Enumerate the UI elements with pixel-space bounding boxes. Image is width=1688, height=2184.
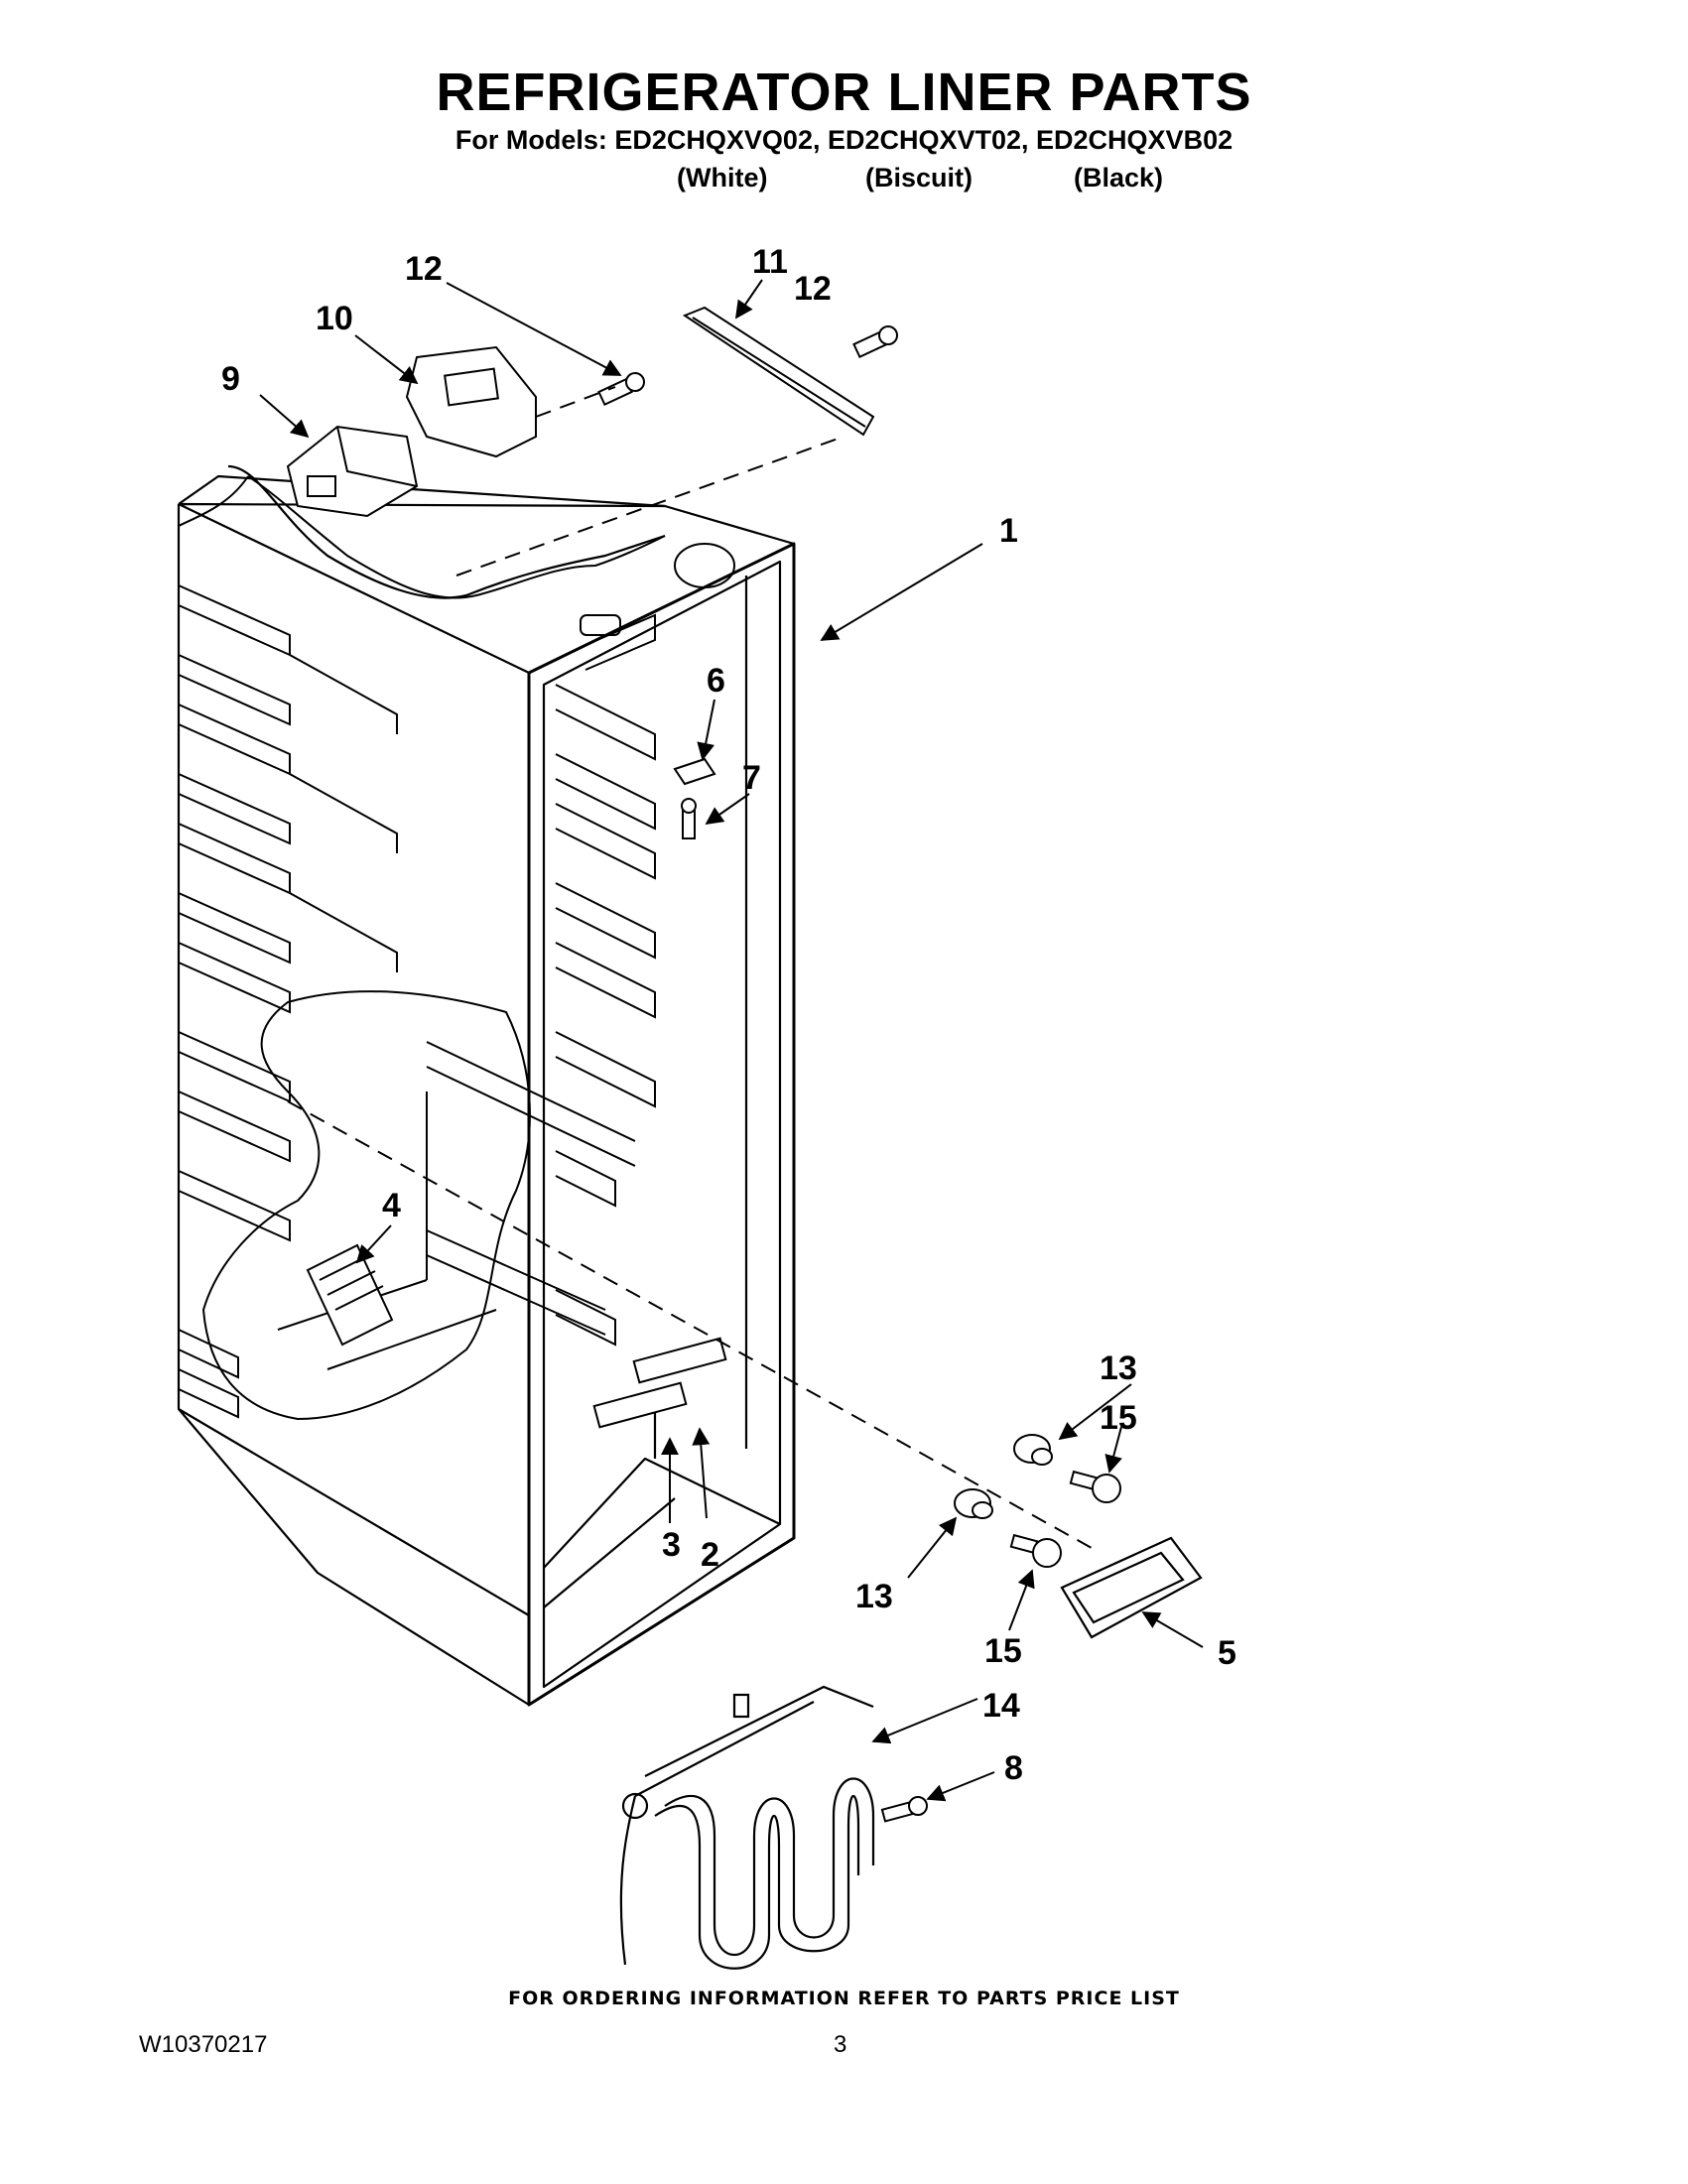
models-line: For Models: ED2CHQXVQ02, ED2CHQXVT02, ED… <box>454 125 1234 155</box>
callout-7: 7 <box>742 759 761 797</box>
part-12-screw-right <box>852 325 898 359</box>
ordering-note: FOR ORDERING INFORMATION REFER TO PARTS … <box>508 1988 1180 2009</box>
document-number: W10370217 <box>139 2031 268 2058</box>
variant-white: (White) <box>677 163 768 193</box>
part-7-screw <box>681 798 697 839</box>
callout-9: 9 <box>221 360 240 398</box>
part-4-vent <box>306 1243 394 1347</box>
callout-11: 11 <box>752 243 788 281</box>
part-15-bulb-upper <box>1069 1470 1121 1503</box>
part-14-heater-coil <box>619 1685 875 1970</box>
callout-15-upper: 15 <box>1100 1399 1137 1437</box>
callout-12-right: 12 <box>794 270 832 308</box>
part-8-screw <box>880 1796 928 1823</box>
callout-3: 3 <box>662 1526 681 1564</box>
callout-15-lower: 15 <box>984 1632 1022 1670</box>
callout-13-upper: 13 <box>1100 1349 1137 1387</box>
right-wall-shelf-rails <box>555 613 656 1347</box>
callout-4: 4 <box>382 1187 401 1224</box>
top-cutaway <box>178 475 735 636</box>
page-title: REFRIGERATOR LINER PARTS <box>436 63 1252 122</box>
part-12-screw-left <box>597 372 645 407</box>
callout-1: 1 <box>999 512 1018 550</box>
part-15-bulb-lower <box>1009 1533 1062 1568</box>
interior-cutaway <box>201 990 636 1421</box>
callout-12-left: 12 <box>405 250 443 288</box>
callout-10: 10 <box>316 300 353 337</box>
callout-8: 8 <box>1004 1749 1023 1787</box>
callout-13-lower: 13 <box>855 1578 893 1615</box>
variant-black: (Black) <box>1074 163 1164 193</box>
callout-5: 5 <box>1218 1634 1236 1672</box>
part-11-rail <box>682 306 875 437</box>
callout-2: 2 <box>701 1536 719 1574</box>
part-2-and-3-labels <box>592 1337 727 1429</box>
part-13-socket-upper <box>1013 1434 1053 1466</box>
part-13-socket-lower <box>954 1488 993 1519</box>
callout-14: 14 <box>982 1687 1020 1725</box>
part-6-clip <box>673 757 716 786</box>
part-9-control-housing <box>286 425 419 518</box>
page-number: 3 <box>834 2031 847 2058</box>
part-10-bracket <box>405 345 537 458</box>
variant-biscuit: (Biscuit) <box>865 163 973 193</box>
callout-6: 6 <box>707 662 725 700</box>
part-5-light-housing <box>1060 1536 1203 1639</box>
liner-body <box>177 464 796 1707</box>
assembly-lines <box>287 386 1093 1549</box>
leader-lines <box>259 279 1204 1802</box>
